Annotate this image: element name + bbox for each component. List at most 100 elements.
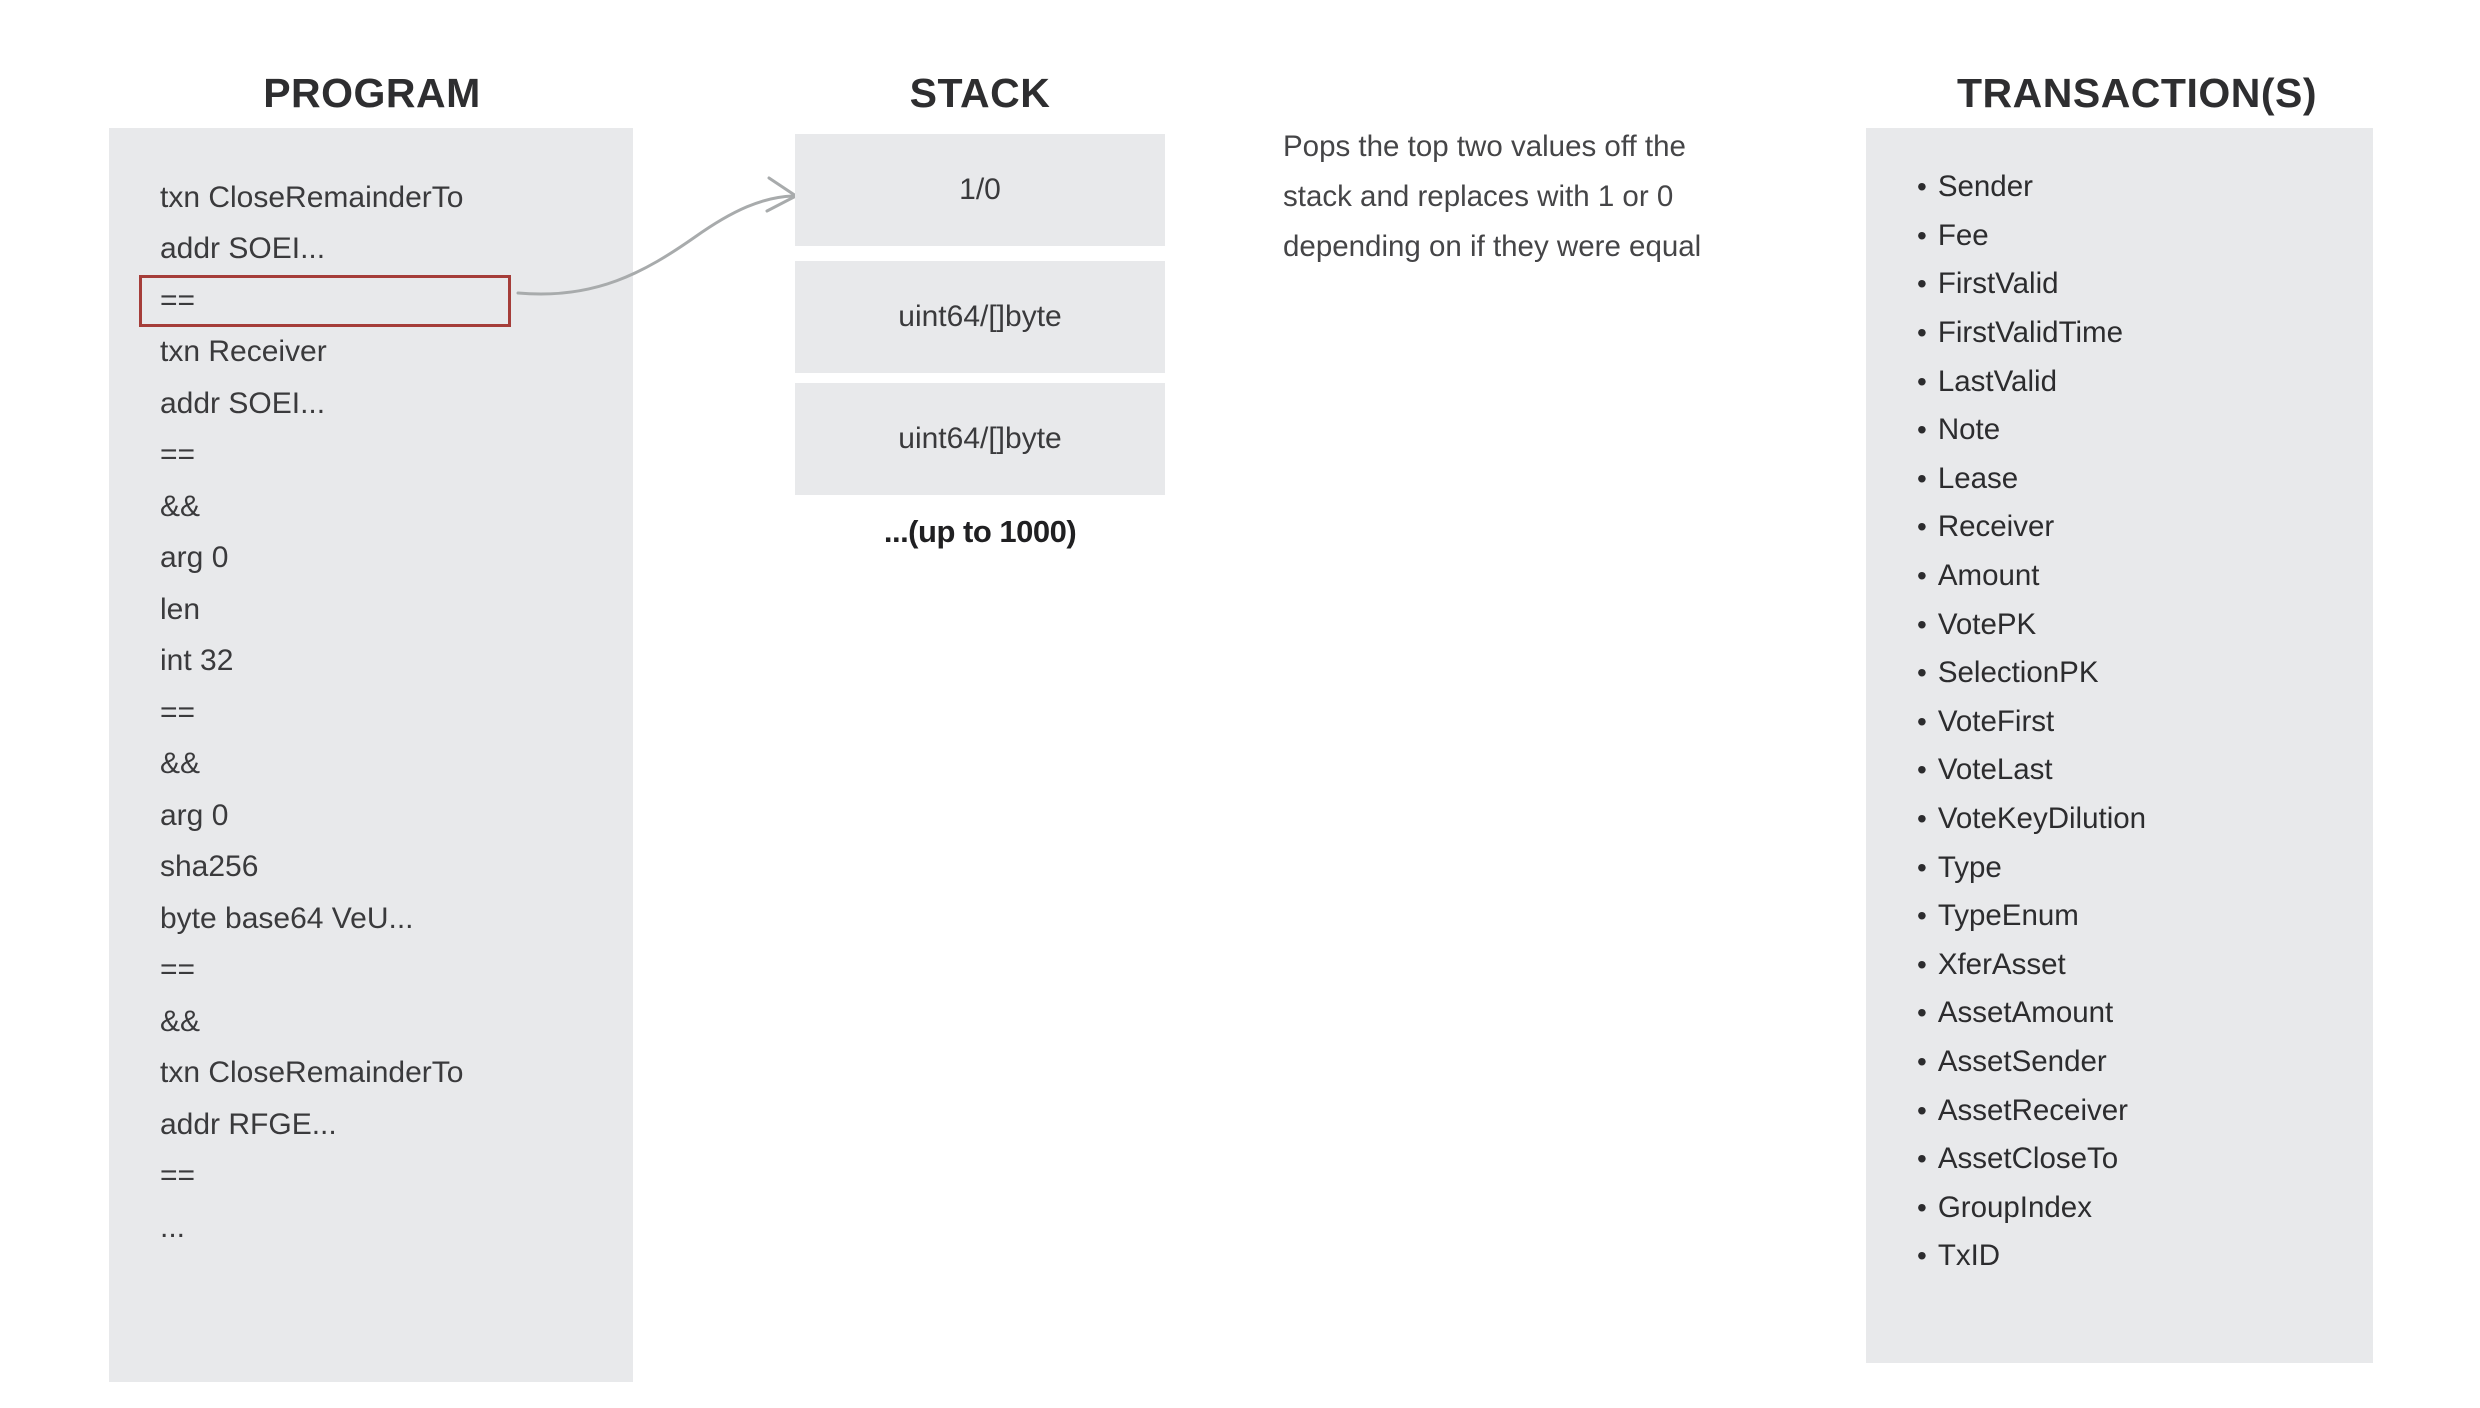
transaction-field-item: • SelectionPK — [1917, 649, 2146, 698]
transaction-field-item: • FirstValidTime — [1917, 309, 2146, 358]
transaction-field-item: • Sender — [1917, 163, 2146, 212]
program-line-text: == — [160, 1159, 196, 1193]
bullet-icon: • — [1917, 657, 1927, 689]
program-line: addr RFGE... — [160, 1099, 463, 1151]
program-line-text: == — [160, 438, 196, 472]
transaction-field-item: •XferAsset — [1917, 941, 2146, 990]
bullet-icon: • — [1917, 1045, 1927, 1077]
stack-title: STACK — [909, 70, 1051, 116]
stack-slot-label: 1/0 — [959, 173, 1001, 206]
program-line-text: && — [160, 489, 201, 523]
bullet-icon: • — [1917, 900, 1927, 932]
program-line: ... — [160, 1202, 463, 1254]
program-line: && — [160, 996, 463, 1048]
transaction-field-item: •VoteFirst — [1917, 698, 2146, 747]
program-line: arg 0 — [160, 790, 463, 842]
transaction-field-item: •Type — [1917, 843, 2146, 892]
bullet-icon: • — [1917, 1143, 1927, 1175]
transaction-field-label: VoteKeyDilution — [1937, 802, 2147, 836]
program-line: addr SOEI... — [160, 224, 463, 276]
stack-slot-label: uint64/[]byte — [898, 422, 1062, 455]
program-line-text: byte base64 VeU... — [160, 901, 414, 935]
program-line-text: int 32 — [160, 644, 234, 678]
transaction-field-label: VoteFirst — [1937, 704, 2055, 738]
program-line: arg 0 — [160, 533, 463, 585]
bullet-icon: • — [1917, 219, 1927, 251]
program-title: PROGRAM — [263, 70, 481, 116]
program-line: == — [160, 687, 463, 739]
bullet-icon: • — [1917, 803, 1927, 835]
stack-slot-label: uint64/[]byte — [898, 300, 1062, 333]
program-line: int 32 — [160, 636, 463, 688]
flow-arrow-icon — [516, 176, 799, 296]
transaction-field-label: AssetReceiver — [1937, 1093, 2128, 1127]
program-line: == — [160, 945, 463, 997]
program-code-listing: txn CloseRemainderTo addr SOEI... == txn Re… — [138, 172, 512, 1254]
program-line: txn Receiver — [160, 327, 463, 379]
transaction-field-item: •LastValid — [1917, 357, 2146, 406]
bullet-icon: • — [1917, 948, 1927, 980]
transaction-field-label: AssetCloseTo — [1937, 1142, 2119, 1176]
program-line-text: ... — [160, 1210, 186, 1244]
program-line: txn CloseRemainderTo — [160, 172, 463, 224]
stack-slot: uint64/[]byte — [795, 383, 1165, 495]
program-line-text: == — [160, 953, 196, 987]
transaction-field-item: •AssetAmount — [1917, 989, 2146, 1038]
opcode-description-line: stack and replaces with 1 or 0 — [1283, 180, 1674, 213]
stack-slot: 1/0 — [795, 134, 1165, 246]
transaction-field-label: SelectionPK — [1937, 656, 2099, 690]
transaction-field-label: Note — [1937, 413, 2001, 447]
transaction-field-label: VotePK — [1937, 607, 2037, 641]
transaction-field-item: •VoteLast — [1917, 746, 2146, 795]
bullet-icon: • — [1917, 608, 1927, 640]
bullet-icon: • — [1917, 317, 1927, 349]
stack-capacity-note: ...(up to 1000) — [883, 514, 1077, 549]
program-line: sha256 — [160, 842, 463, 894]
program-line-text: && — [160, 1004, 201, 1038]
transaction-field-label: Receiver — [1937, 510, 2055, 544]
program-line-text: addr RFGE... — [160, 1107, 337, 1141]
program-line: addr SOEI... — [160, 378, 463, 430]
program-line-text: len — [160, 592, 201, 626]
transaction-field-label: VoteLast — [1937, 753, 2053, 787]
bullet-icon: • — [1917, 365, 1927, 397]
transaction-field-item: • AssetCloseTo — [1917, 1135, 2146, 1184]
transaction-field-label: FirstValid — [1937, 267, 2059, 301]
transaction-field-label: Sender — [1937, 170, 2033, 204]
program-line-text: arg 0 — [160, 798, 229, 832]
stack-slot: uint64/[]byte — [795, 261, 1165, 373]
transaction-field-item: •TxID — [1917, 1232, 2146, 1281]
program-line: == — [160, 1151, 463, 1203]
opcode-description: Pops the top two values off the stack and… — [1283, 122, 1701, 272]
transaction-field-label: AssetSender — [1937, 1044, 2107, 1078]
program-line-text: txn Receiver — [160, 335, 327, 369]
transaction-field-item: •AssetReceiver — [1917, 1086, 2146, 1135]
program-line-text: arg 0 — [160, 541, 229, 575]
transaction-field-label: Amount — [1937, 559, 2040, 593]
program-line-text: addr SOEI... — [160, 386, 326, 420]
program-line-highlighted: == — [138, 275, 512, 327]
program-panel: txn CloseRemainderTo addr SOEI... == txn Re… — [109, 128, 633, 1382]
transaction-field-label: GroupIndex — [1937, 1190, 2092, 1224]
transaction-field-label: TxID — [1937, 1239, 2001, 1273]
transaction-field-item: • VotePK — [1917, 600, 2146, 649]
transactions-panel: •Sender•Fee•FirstValid•FirstValidTime•La… — [1866, 128, 2373, 1363]
program-line-text: addr SOEI... — [160, 232, 326, 266]
program-line-text: txn CloseRemainderTo — [160, 180, 464, 214]
transactions-title: TRANSACTION(S) — [1956, 70, 2318, 116]
bullet-icon: • — [1917, 171, 1927, 203]
transaction-field-item: •TypeEnum — [1917, 892, 2146, 941]
transaction-field-item: •GroupIndex — [1917, 1183, 2146, 1232]
transaction-field-item: •Note — [1917, 406, 2146, 455]
program-line: len — [160, 584, 463, 636]
transaction-field-item: •FirstValid — [1917, 260, 2146, 309]
opcode-description-line: depending on if they were equal — [1283, 230, 1702, 263]
transaction-field-item: • AssetSender — [1917, 1038, 2146, 1087]
program-line-text: == — [160, 695, 196, 729]
program-line-text: && — [160, 747, 201, 781]
opcode-description-line: Pops the top two values off the — [1283, 130, 1686, 163]
program-line-text: == — [160, 283, 196, 317]
transaction-field-label: FirstValidTime — [1937, 316, 2124, 350]
bullet-icon: • — [1917, 511, 1927, 543]
